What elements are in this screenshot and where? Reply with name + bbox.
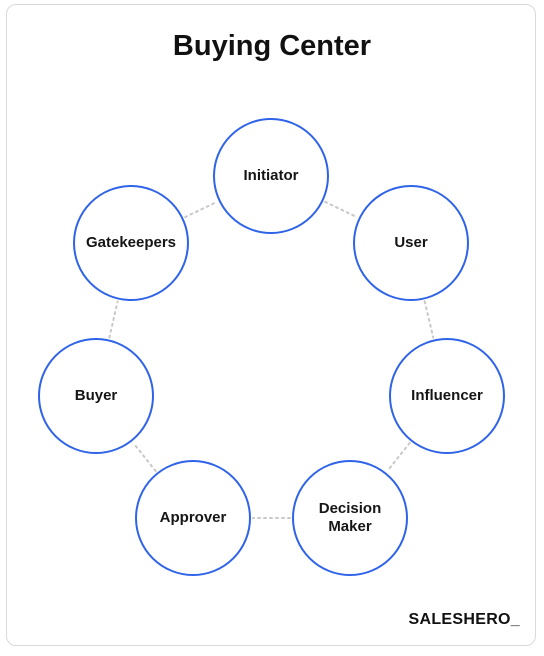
- diagram-card: [6, 4, 536, 646]
- node-influencer: Influencer: [389, 338, 505, 454]
- node-initiator: Initiator: [213, 118, 329, 234]
- brand-logo: SALESHERO_: [408, 611, 520, 628]
- node-buyer: Buyer: [38, 338, 154, 454]
- connector-initiator-user: [324, 200, 358, 219]
- node-approver: Approver: [135, 460, 251, 576]
- node-decision-maker: Decision Maker: [292, 460, 408, 576]
- node-user: User: [353, 185, 469, 301]
- connector-influencer-decision-maker: [386, 441, 411, 473]
- node-gatekeepers: Gatekeepers: [73, 185, 189, 301]
- connector-gatekeepers-initiator: [184, 200, 218, 219]
- diagram-title: Buying Center: [172, 30, 372, 62]
- connector-user-influencer: [423, 300, 435, 339]
- connector-buyer-gatekeepers: [108, 300, 119, 339]
- connector-approver-buyer: [132, 441, 157, 473]
